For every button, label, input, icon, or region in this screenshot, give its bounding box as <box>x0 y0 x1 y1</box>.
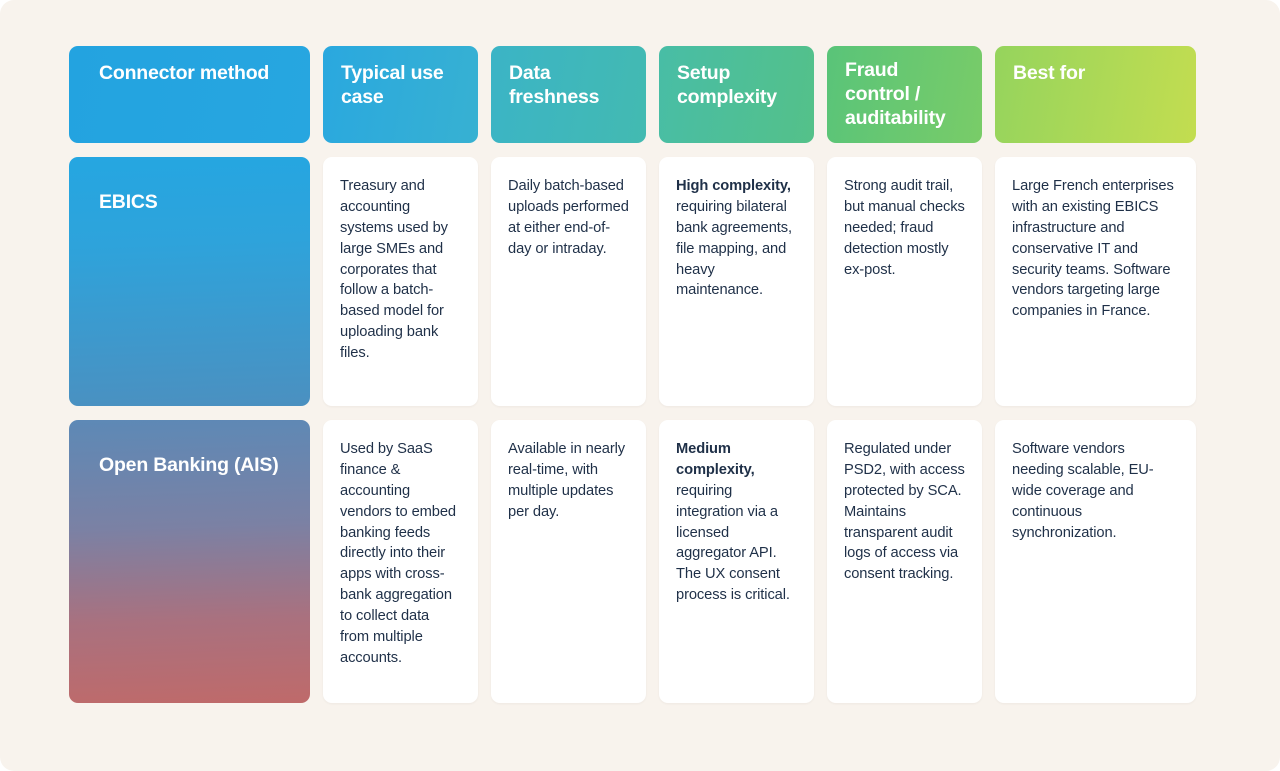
column-header-connector-method: Connector method <box>69 46 310 143</box>
cell-text: requiring bilateral bank agreements, fil… <box>676 198 792 299</box>
table-cell: Software vendors needing scalable, EU-wi… <box>995 420 1196 703</box>
table-cell: Used by SaaS finance & accounting vendor… <box>323 420 478 703</box>
cell-text: Strong audit trail, but manual checks ne… <box>844 178 965 278</box>
cell-emphasis: High complexity, <box>676 178 791 194</box>
column-header-label: Data freshness <box>509 62 600 108</box>
cell-text: Regulated under PSD2, with access protec… <box>844 441 965 583</box>
table-cell: Large French enterprises with an existin… <box>995 157 1196 406</box>
cell-text: Large French enterprises with an existin… <box>1012 178 1174 320</box>
column-header-best-for: Best for <box>995 46 1196 143</box>
column-header-label: Best for <box>1013 62 1086 84</box>
row-label-text: EBICS <box>99 191 158 213</box>
cell-text: Used by SaaS finance & accounting vendor… <box>340 441 456 666</box>
table-cell: Strong audit trail, but manual checks ne… <box>827 157 982 406</box>
column-header-data-freshness: Data freshness <box>491 46 646 143</box>
table-cell: Daily batch-based uploads performed at e… <box>491 157 646 406</box>
cell-text: Available in nearly real-time, with mult… <box>508 441 626 520</box>
row-label-text: Open Banking (AIS) <box>99 454 279 476</box>
column-header-label: Fraud control / auditability <box>845 59 946 129</box>
table-cell: Treasury and accounting systems used by … <box>323 157 478 406</box>
cell-emphasis: Medium complexity, <box>676 441 755 478</box>
table-cell: Available in nearly real-time, with mult… <box>491 420 646 703</box>
cell-text: Software vendors needing scalable, EU-wi… <box>1012 441 1154 541</box>
comparison-table: Connector method Typical use case Data f… <box>69 46 1199 703</box>
column-header-setup-complexity: Setup complexity <box>659 46 814 143</box>
table-cell: High complexity, requiring bilateral ban… <box>659 157 814 406</box>
cell-text: requiring integration via a licensed agg… <box>676 482 790 604</box>
row-label-ebics: EBICS <box>69 157 310 406</box>
column-header-label: Typical use case <box>341 62 444 108</box>
cell-text: Daily batch-based uploads performed at e… <box>508 178 629 257</box>
cell-text: Treasury and accounting systems used by … <box>340 178 448 361</box>
column-header-fraud-control-auditability: Fraud control / auditability <box>827 46 982 143</box>
row-label-open-banking-ais: Open Banking (AIS) <box>69 420 310 703</box>
column-header-typical-use-case: Typical use case <box>323 46 478 143</box>
column-header-label: Setup complexity <box>677 62 777 108</box>
column-header-label: Connector method <box>99 62 270 84</box>
table-cell: Regulated under PSD2, with access protec… <box>827 420 982 703</box>
table-cell: Medium complexity, requiring integration… <box>659 420 814 703</box>
